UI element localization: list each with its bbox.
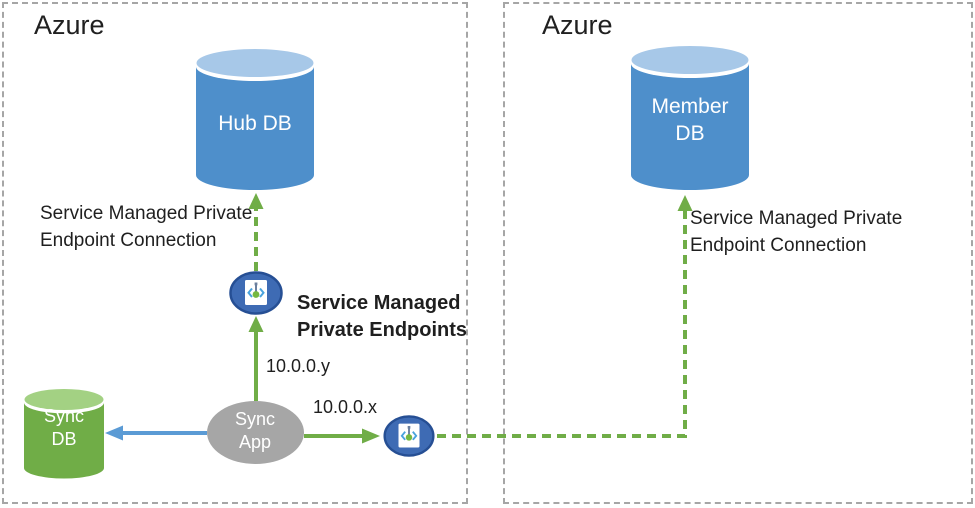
right-connection-label: Service Managed Private Endpoint Connect…: [690, 208, 903, 256]
sync-app-label: Sync App: [234, 409, 276, 453]
azure-region-right-label: Azure: [542, 10, 613, 40]
sync-app-node: [207, 401, 304, 464]
private-endpoint-icon: [229, 271, 283, 315]
azure-region-left-label: Azure: [34, 10, 105, 40]
ip-address-y-label: 10.0.0.y: [266, 356, 331, 376]
sync-db-cylinder: [24, 389, 104, 479]
member-db-label: Member DB: [651, 95, 729, 146]
hub-db-cylinder: [196, 49, 314, 190]
left-connection-label: Service Managed Private Endpoint Connect…: [40, 203, 253, 251]
sync-db-label: Sync DB: [43, 406, 85, 450]
private-endpoint-icon: [383, 415, 435, 457]
service-managed-private-endpoints-title: Service Managed Private Endpoints: [297, 292, 468, 341]
member-db-cylinder: [631, 46, 749, 190]
ip-address-x-label: 10.0.0.x: [313, 397, 378, 417]
hub-db-label: Hub DB: [218, 112, 292, 135]
